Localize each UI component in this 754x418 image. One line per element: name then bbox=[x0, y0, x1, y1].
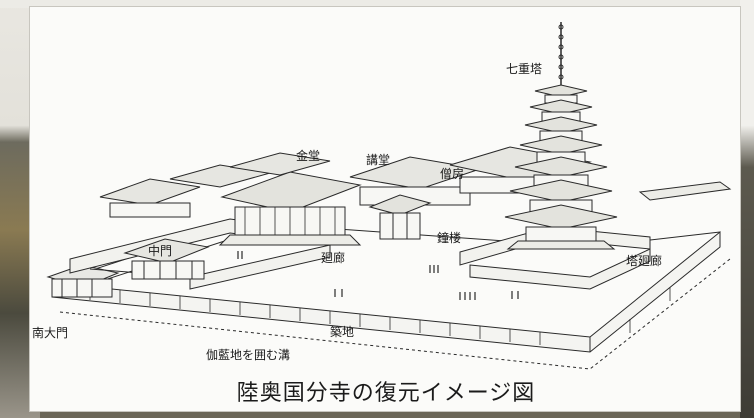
background-top-strip bbox=[0, 0, 754, 8]
label-monks-quarters: 僧房 bbox=[440, 166, 464, 181]
label-golden-hall: 金堂 bbox=[296, 148, 320, 163]
label-moat: 伽藍地を囲む溝 bbox=[206, 347, 290, 362]
label-corridor: 廻廊 bbox=[321, 250, 345, 265]
label-south-gate: 南大門 bbox=[32, 325, 68, 340]
south-gate-drawing bbox=[46, 264, 120, 298]
temple-line-drawing: 七重塔 金堂 講堂 僧房 中門 廻廊 鐘楼 塔廻廊 南大門 築地 伽藍地を囲む溝 bbox=[32, 22, 732, 370]
pagoda-corridor-drawing bbox=[459, 181, 732, 290]
golden-hall-drawing bbox=[218, 171, 362, 246]
label-middle-gate: 中門 bbox=[148, 243, 172, 258]
label-earthen-wall: 築地 bbox=[330, 324, 354, 339]
background-photo-right bbox=[740, 0, 754, 418]
label-pagoda: 七重塔 bbox=[506, 62, 542, 76]
courtyard-details bbox=[237, 251, 519, 300]
reconstruction-illustration-card: 七重塔 金堂 講堂 僧房 中門 廻廊 鐘楼 塔廻廊 南大門 築地 伽藍地を囲む溝… bbox=[29, 6, 741, 412]
middle-gate-drawing bbox=[123, 238, 210, 280]
label-lecture-hall: 講堂 bbox=[366, 152, 390, 167]
illustration-caption: 陸奥国分寺の復元イメージ図 bbox=[236, 381, 536, 406]
label-pagoda-corridor: 塔廻廊 bbox=[626, 253, 662, 268]
bell-tower-drawing bbox=[368, 194, 432, 240]
label-bell-tower: 鐘楼 bbox=[437, 230, 461, 245]
pagoda-drawing bbox=[504, 22, 618, 250]
